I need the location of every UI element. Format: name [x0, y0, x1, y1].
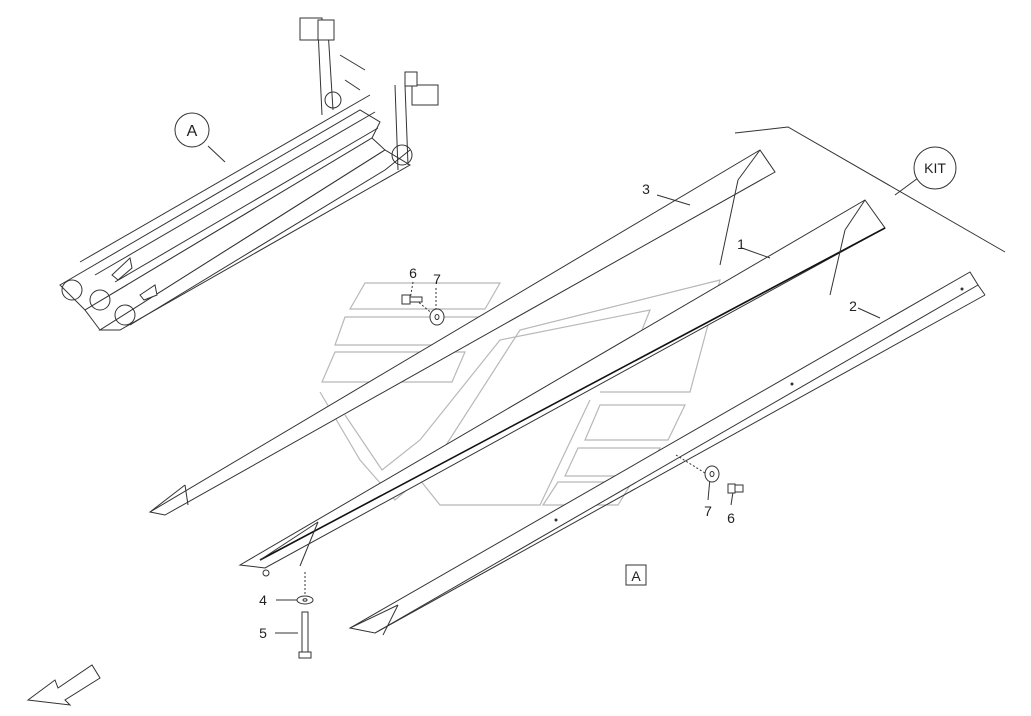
hardware [296, 294, 744, 659]
callout-circle-a [174, 112, 210, 148]
direction-arrow-icon [26, 664, 101, 706]
conveyor-assembly [59, 17, 439, 331]
part-7-top-label: 7 [433, 271, 441, 287]
part-2-strip [348, 271, 986, 636]
washer-7-top [429, 308, 445, 326]
bolt-6-top [401, 294, 423, 305]
callout-circle-kit [913, 146, 957, 190]
part-6-bottom-label: 6 [727, 510, 735, 526]
view-box-a-label: A [631, 568, 641, 584]
part-7-bottom-label: 7 [704, 503, 712, 519]
part-5-label: 5 [259, 625, 267, 641]
part-3-strip [148, 149, 776, 516]
bolt-6-bottom [727, 483, 744, 494]
part-6-top-label: 6 [409, 265, 417, 281]
part-4-label: 4 [259, 592, 267, 608]
washer-4 [296, 595, 314, 605]
part-2-label: 2 [849, 298, 857, 314]
part-3-label: 3 [642, 181, 650, 197]
view-box-a [625, 564, 647, 586]
callout-kit-label: KIT [924, 160, 946, 176]
callout-a-label: A [187, 123, 198, 140]
part-1-label: 1 [737, 236, 745, 252]
washer-7-bottom [704, 465, 720, 483]
bolt-5 [298, 611, 312, 659]
part-1-strip [238, 199, 886, 577]
